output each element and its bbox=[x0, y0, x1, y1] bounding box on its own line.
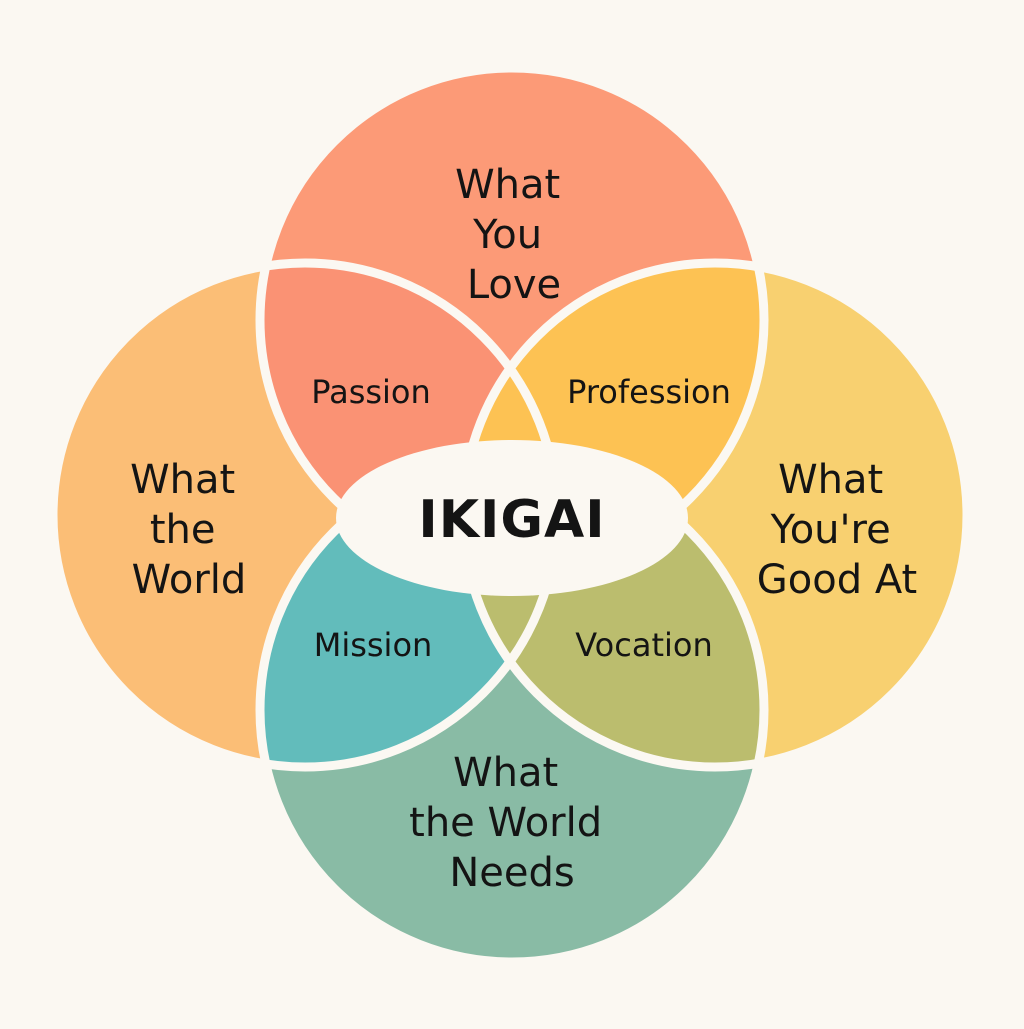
divider-top bbox=[255, 63, 769, 577]
label-vocation: Vocation bbox=[575, 626, 712, 664]
divider-right bbox=[458, 258, 972, 772]
divider-bottom bbox=[255, 453, 769, 967]
label-profession: Profession bbox=[567, 373, 731, 411]
label-passion: Passion bbox=[311, 373, 431, 411]
label-what-the-world-needs: What the World Needs bbox=[409, 750, 615, 896]
label-what-youre-good-at: What You're Good At bbox=[757, 457, 917, 603]
divider-left bbox=[48, 258, 562, 772]
label-what-you-love: What You Love bbox=[455, 162, 573, 308]
label-what-the-world: What the World bbox=[130, 457, 248, 603]
label-mission: Mission bbox=[314, 626, 433, 664]
circle-dividers bbox=[48, 63, 972, 967]
label-ikigai: IKIGAI bbox=[418, 490, 605, 550]
